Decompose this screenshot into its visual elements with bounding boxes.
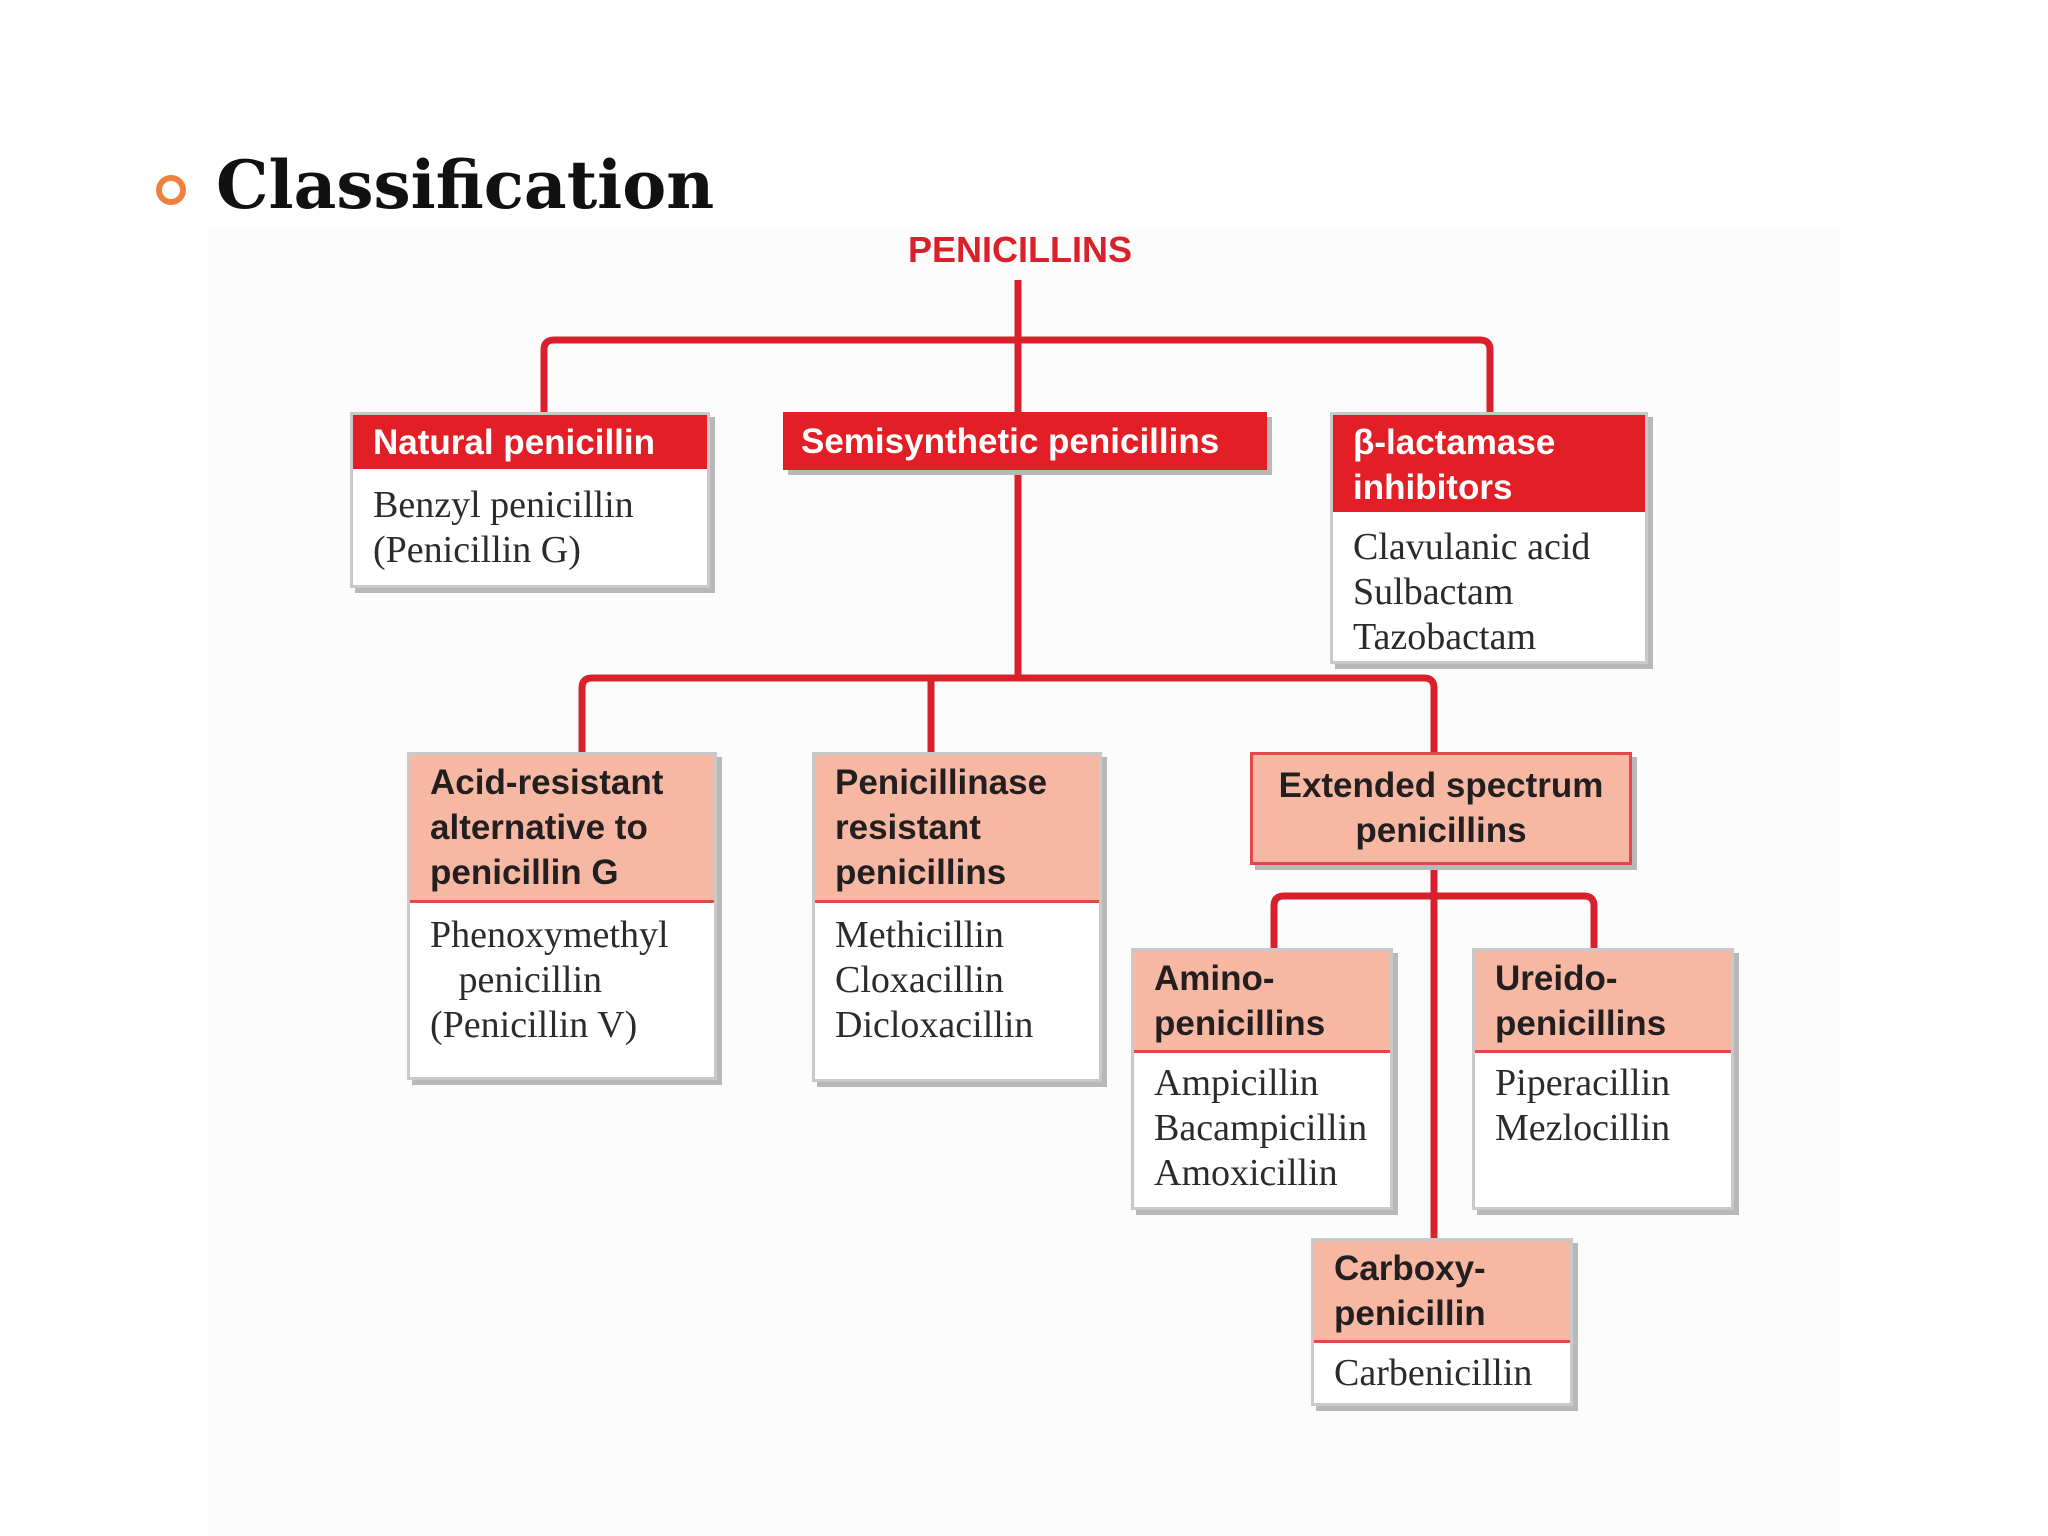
carboxypenicillin-box: Carboxy- penicillin Carbenicillin xyxy=(1311,1238,1573,1406)
slide-title: Classification xyxy=(216,146,715,224)
top-level-branch xyxy=(540,336,1494,418)
root-label: PENICILLINS xyxy=(907,229,1132,270)
acid-resistant-box: Acid-resistant alternative to penicillin… xyxy=(407,752,717,1080)
penicillinase-resistant-box: Penicillinase resistant penicillins Meth… xyxy=(812,752,1102,1082)
semisynthetic-branch xyxy=(578,674,1438,754)
beta-lactamase-inhibitors-heading: β-lactamase inhibitors xyxy=(1333,415,1645,512)
aminopenicillins-items: Ampicillin Bacampicillin Amoxicillin xyxy=(1154,1062,1368,1194)
beta-lactamase-inhibitors-items: Clavulanic acid Sulbactam Tazobactam xyxy=(1353,526,1591,658)
semisynthetic-penicillins-label: Semisynthetic penicillins xyxy=(783,412,1267,470)
acid-resistant-items: Phenoxymethyl penicillin (Penicillin V) xyxy=(430,914,669,1046)
ureidopenicillins-items: Piperacillin Mezlocillin xyxy=(1495,1062,1671,1149)
aminopenicillins-box: Amino- penicillins Ampicillin Bacampicil… xyxy=(1131,948,1393,1210)
carboxypenicillin-heading: Carboxy- penicillin xyxy=(1314,1241,1570,1343)
bullet-icon xyxy=(156,175,186,205)
carboxypenicillin-items: Carbenicillin xyxy=(1334,1352,1533,1394)
beta-lactamase-inhibitors-box: β-lactamase inhibitors Clavulanic acid S… xyxy=(1330,412,1648,664)
natural-penicillin-items: Benzyl penicillin (Penicillin G) xyxy=(373,484,634,571)
ureidopenicillins-heading: Ureido- penicillins xyxy=(1475,951,1731,1053)
penicillinase-resistant-items: Methicillin Cloxacillin Dicloxacillin xyxy=(835,914,1034,1046)
natural-penicillin-box: Natural penicillin Benzyl penicillin (Pe… xyxy=(350,412,710,588)
aminopenicillins-heading: Amino- penicillins xyxy=(1134,951,1390,1053)
natural-penicillin-heading: Natural penicillin xyxy=(353,415,707,469)
extended-branch xyxy=(1270,892,1598,950)
ureidopenicillins-box: Ureido- penicillins Piperacillin Mezloci… xyxy=(1472,948,1734,1210)
penicillinase-resistant-heading: Penicillinase resistant penicillins xyxy=(815,755,1099,903)
acid-resistant-heading: Acid-resistant alternative to penicillin… xyxy=(410,755,714,903)
extended-spectrum-label: Extended spectrum penicillins xyxy=(1250,752,1632,865)
